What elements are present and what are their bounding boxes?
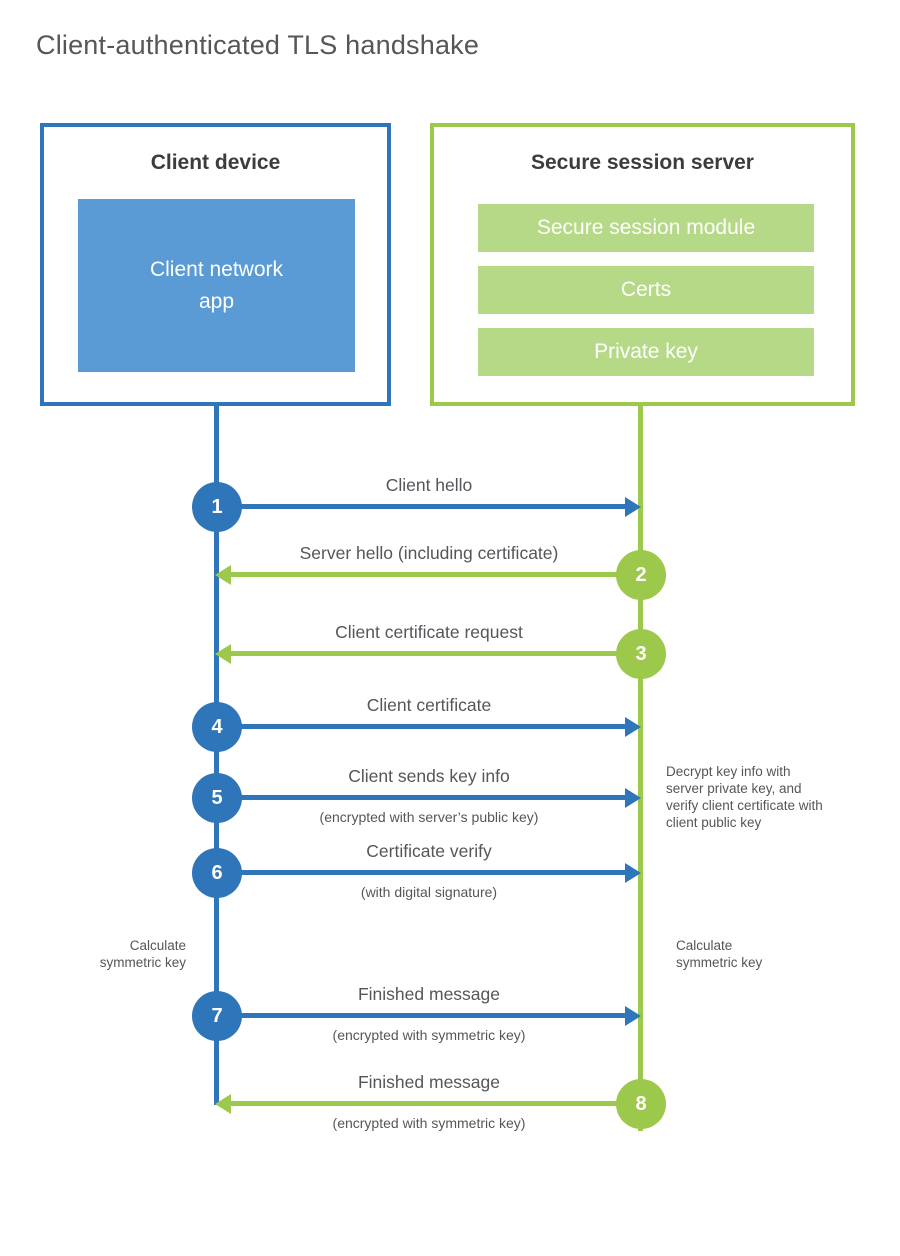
message-arrow-shaft [231, 651, 641, 656]
arrow-head-left-icon [215, 565, 231, 585]
message-sublabel: (encrypted with symmetric key) [332, 1115, 526, 1131]
message-arrow-shaft [217, 724, 626, 729]
arrow-head-right-icon [625, 497, 641, 517]
message-arrow-shaft [231, 572, 641, 577]
message-label: Client hello [385, 475, 473, 495]
message-label: Certificate verify [366, 841, 492, 861]
arrow-head-left-icon [215, 1094, 231, 1114]
step-number-badge: 6 [192, 848, 242, 898]
message-arrow-shaft [217, 504, 626, 509]
server-module-private-key: Private key [478, 328, 814, 376]
step-number-badge: 8 [616, 1079, 666, 1129]
message-label: Client certificate request [335, 622, 523, 642]
message-label: Server hello (including certificate) [299, 543, 559, 563]
message-arrow-shaft [231, 1101, 641, 1106]
decrypt-note: Decrypt key info with server private key… [666, 764, 823, 830]
secure-session-server-box: Secure session server Secure session mod… [430, 123, 855, 406]
message-arrow-shaft [217, 795, 626, 800]
step-number-badge: 7 [192, 991, 242, 1041]
step-number-badge: 2 [616, 550, 666, 600]
arrow-head-right-icon [625, 863, 641, 883]
message-sublabel: (with digital signature) [360, 884, 498, 900]
message-sublabel: (encrypted with symmetric key) [332, 1027, 526, 1043]
calculate-symmetric-key-note-server: Calculate symmetric key [676, 938, 763, 970]
arrow-head-right-icon [625, 788, 641, 808]
step-number-badge: 4 [192, 702, 242, 752]
step-number-badge: 1 [192, 482, 242, 532]
client-lifeline [214, 404, 219, 1105]
server-lifeline [638, 404, 643, 1131]
message-arrow-shaft [217, 1013, 626, 1018]
client-network-app-box: Client network app [78, 199, 355, 372]
client-device-title: Client device [150, 151, 281, 174]
arrow-head-left-icon [215, 644, 231, 664]
page-title: Client-authenticated TLS handshake [36, 30, 480, 60]
secure-session-server-title: Secure session server [531, 151, 754, 174]
message-sublabel: (encrypted with server’s public key) [319, 809, 539, 825]
message-label: Finished message [357, 1072, 501, 1092]
message-label: Client sends key info [348, 766, 510, 786]
message-label: Client certificate [366, 695, 492, 715]
message-arrow-shaft [217, 870, 626, 875]
arrow-head-right-icon [625, 717, 641, 737]
step-number-badge: 3 [616, 629, 666, 679]
step-number-badge: 5 [192, 773, 242, 823]
calculate-symmetric-key-note-client: Calculate symmetric key [99, 938, 186, 970]
arrow-head-right-icon [625, 1006, 641, 1026]
server-module-secure-session: Secure session module [478, 204, 814, 252]
message-label: Finished message [357, 984, 501, 1004]
server-module-certs: Certs [478, 266, 814, 314]
